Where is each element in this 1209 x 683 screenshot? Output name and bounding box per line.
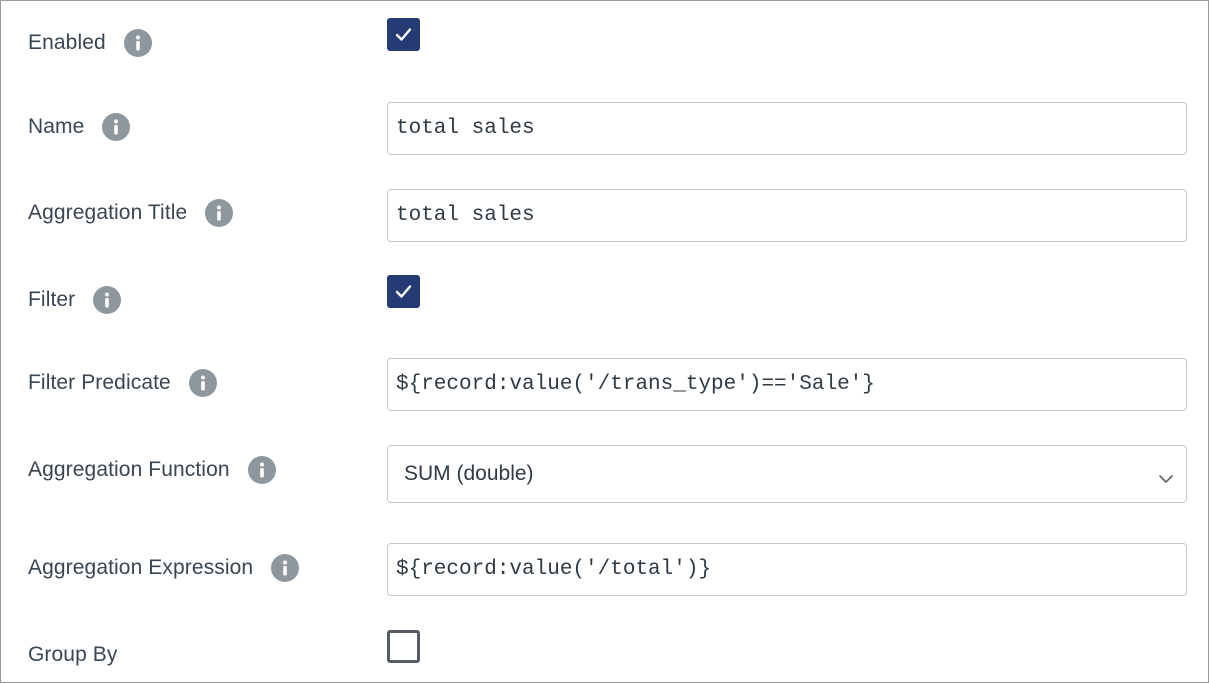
aggregation-function-field: Aggregation Function — [28, 455, 276, 485]
checkmark-icon — [395, 28, 412, 41]
aggregation-function-label: Aggregation Function — [28, 458, 230, 481]
group-by-checkbox[interactable] — [387, 630, 420, 663]
name-field: Name — [28, 112, 131, 142]
filter-field: Filter — [28, 285, 122, 315]
enabled-field: Enabled — [28, 28, 152, 58]
aggregation-expression-input[interactable]: ${record:value('/total')} — [387, 543, 1187, 596]
filter-predicate-input[interactable]: ${record:value('/trans_type')=='Sale'} — [387, 358, 1187, 411]
group-by-field: Group By — [28, 640, 118, 670]
name-label: Name — [28, 115, 85, 138]
info-icon[interactable] — [93, 286, 122, 314]
filter-checkbox[interactable] — [387, 275, 420, 308]
info-icon[interactable] — [247, 456, 276, 484]
info-icon[interactable] — [205, 199, 234, 227]
info-icon[interactable] — [271, 554, 300, 582]
aggregation-expression-label: Aggregation Expression — [28, 556, 254, 579]
aggregation-function-select[interactable]: SUM (double) — [387, 445, 1187, 503]
filter-label: Filter — [28, 288, 76, 311]
chevron-down-icon — [1158, 467, 1174, 491]
aggregation-function-selected: SUM (double) — [404, 462, 534, 485]
enabled-label: Enabled — [28, 31, 106, 54]
group-by-label: Group By — [28, 643, 118, 666]
enabled-checkbox[interactable] — [387, 18, 420, 51]
filter-predicate-label: Filter Predicate — [28, 371, 171, 394]
aggregation-title-label: Aggregation Title — [28, 201, 188, 224]
info-icon[interactable] — [102, 113, 131, 141]
filter-predicate-field: Filter Predicate — [28, 368, 217, 398]
checkmark-icon — [395, 285, 412, 298]
info-icon[interactable] — [123, 29, 152, 57]
aggregation-title-input[interactable]: total sales — [387, 189, 1187, 242]
aggregation-expression-field: Aggregation Expression — [28, 553, 300, 583]
info-icon[interactable] — [188, 369, 217, 397]
aggregation-title-field: Aggregation Title — [28, 198, 234, 228]
name-input[interactable]: total sales — [387, 102, 1187, 155]
